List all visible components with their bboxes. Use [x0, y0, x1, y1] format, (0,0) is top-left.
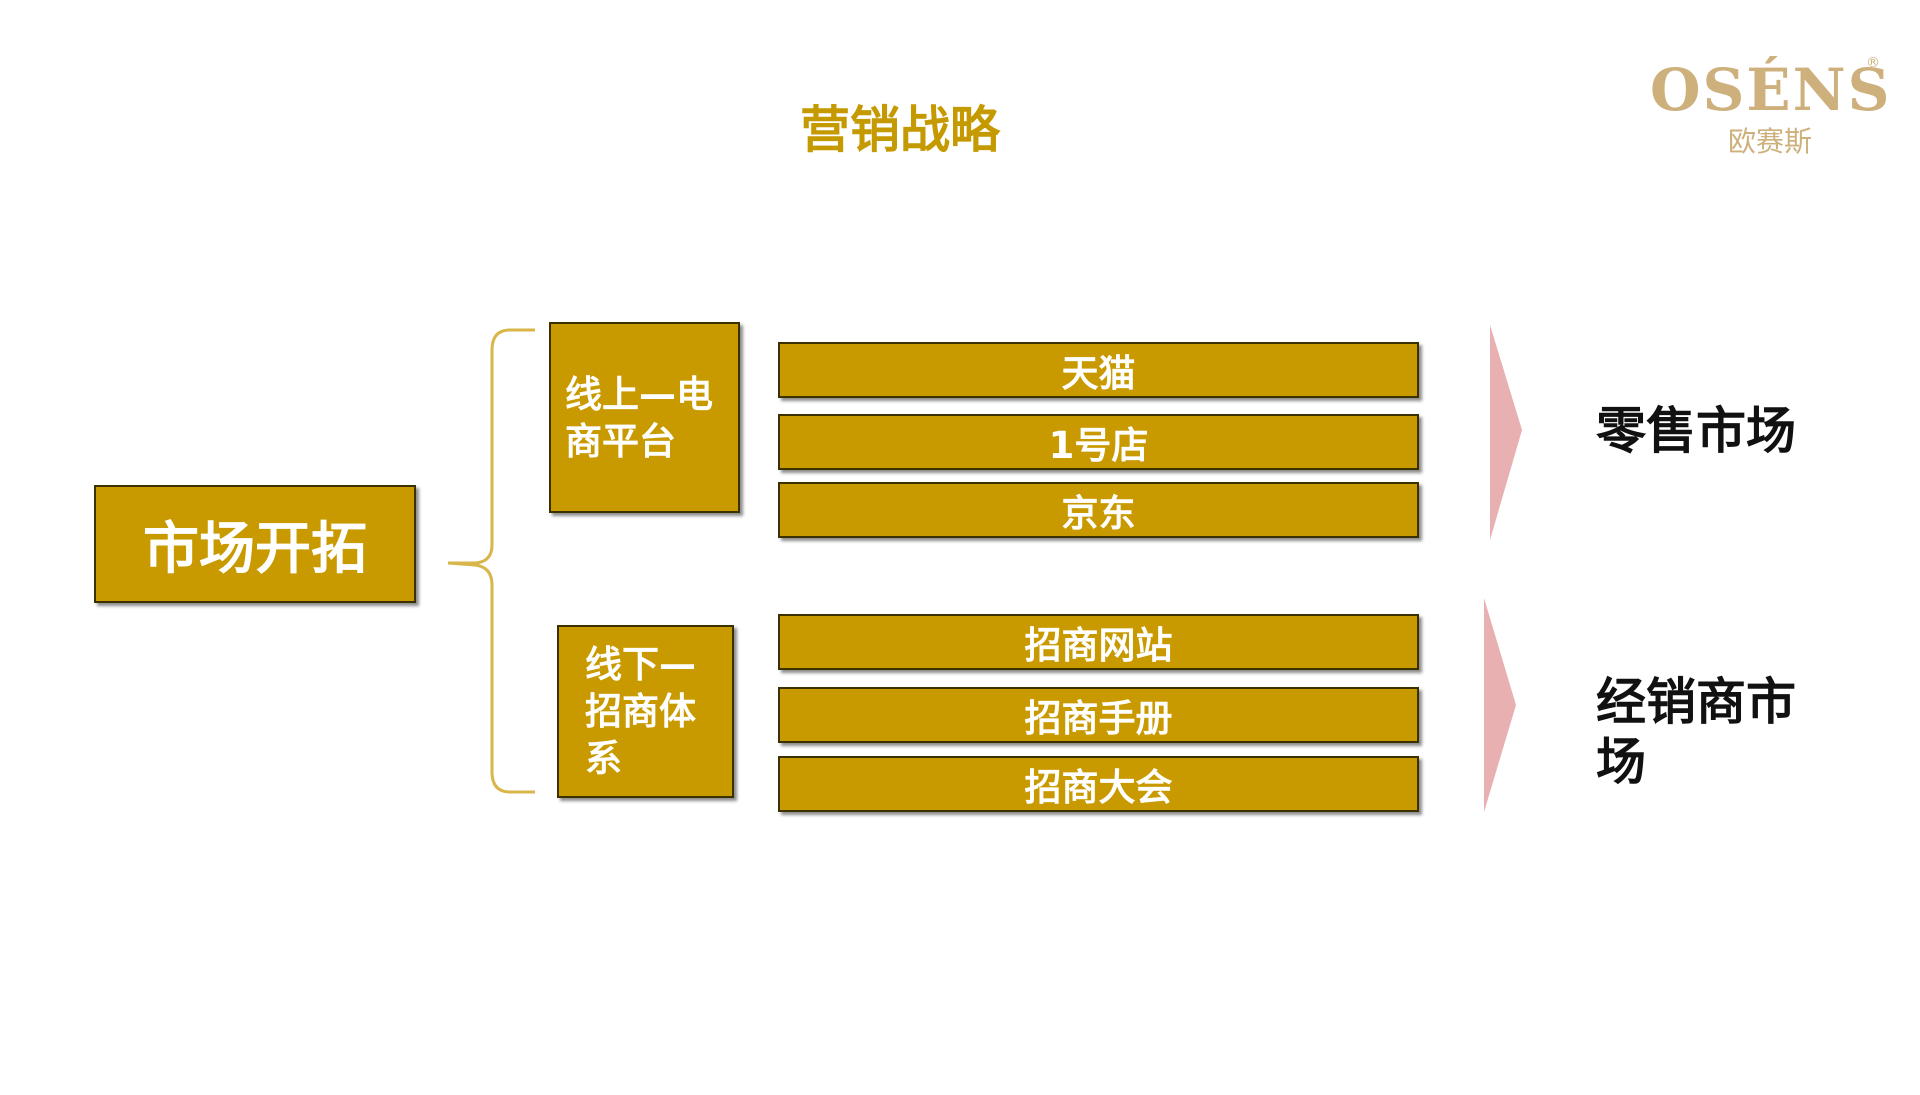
category-online: 线上—电商平台: [549, 322, 740, 513]
category-offline-label: 线下—招商体系: [585, 643, 696, 780]
arrow-dealer: [1484, 598, 1516, 812]
category-offline: 线下—招商体系: [557, 625, 734, 798]
curly-bracket: [447, 328, 535, 794]
page-title: 营销战略: [800, 101, 1000, 159]
registered-mark: ®: [1866, 55, 1880, 71]
logo-chinese-name: 欧赛斯: [1727, 125, 1812, 158]
logo-wordmark: OSÉNS: [1650, 56, 1892, 124]
item-recruit-brochure: 招商手册: [778, 687, 1419, 743]
item-recruit-website: 招商网站: [778, 614, 1419, 670]
item-tmall: 天猫: [778, 342, 1419, 398]
root-node: 市场开拓: [94, 485, 416, 603]
result-dealer-market: 经销商市场: [1596, 673, 1796, 791]
item-jd: 京东: [778, 482, 1419, 538]
brand-logo: OSÉNS ® 欧赛斯: [1650, 55, 1890, 165]
category-online-label: 线上—电商平台: [565, 372, 713, 463]
item-yihaodian: 1号店: [778, 414, 1419, 470]
item-recruit-conference: 招商大会: [778, 756, 1419, 812]
arrow-retail: [1490, 325, 1522, 540]
result-retail-market: 零售市场: [1596, 402, 1796, 460]
